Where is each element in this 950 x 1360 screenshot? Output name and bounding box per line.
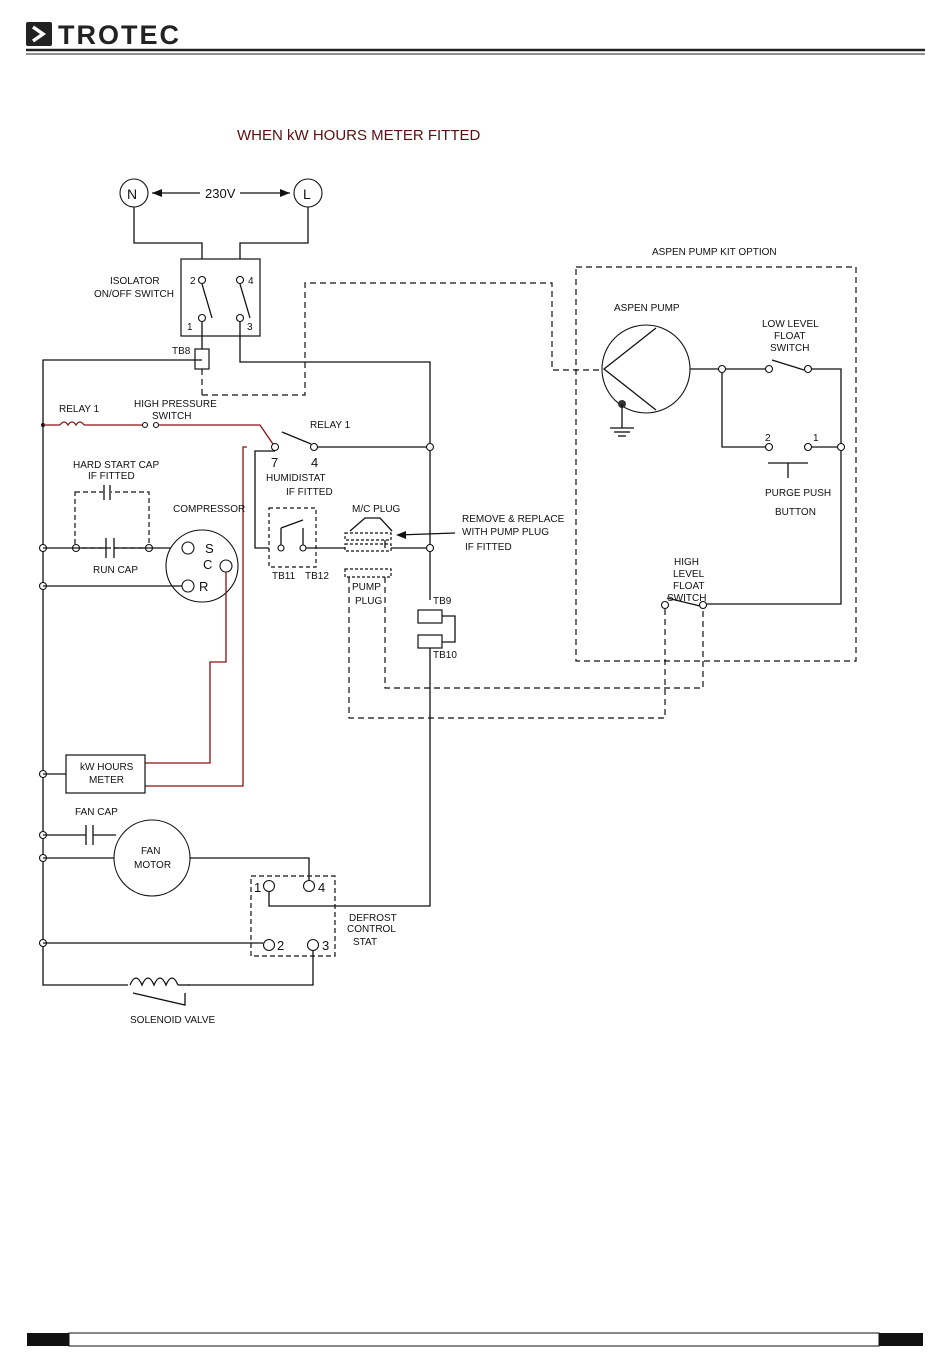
footer-bar [27, 1332, 923, 1347]
svg-text:METER: METER [89, 775, 124, 786]
svg-text:1: 1 [187, 322, 193, 333]
svg-text:PLUG: PLUG [355, 596, 382, 607]
svg-text:CONTROL: CONTROL [347, 924, 396, 935]
neutral-label: N [127, 186, 137, 202]
svg-text:SOLENOID VALVE: SOLENOID VALVE [130, 1015, 216, 1026]
svg-text:4: 4 [311, 455, 318, 470]
supply: N L 230V [119, 178, 323, 280]
solenoid-valve: SOLENOID VALVE [128, 975, 216, 1026]
svg-text:TB11: TB11 [272, 571, 296, 582]
tb9-tb10: TB9 TB10 [268, 596, 457, 907]
svg-text:1: 1 [254, 880, 261, 895]
svg-text:7: 7 [271, 455, 278, 470]
svg-text:IF FITTED: IF FITTED [465, 542, 512, 553]
relay-coil: RELAY 1 [41, 404, 142, 427]
isolator-label: ISOLATOR [110, 276, 160, 287]
svg-text:FAN: FAN [141, 846, 160, 857]
svg-text:SWITCH: SWITCH [770, 343, 809, 354]
svg-text:DEFROST: DEFROST [349, 913, 397, 924]
svg-text:FLOAT: FLOAT [774, 331, 805, 342]
svg-text:PUMP: PUMP [352, 582, 381, 593]
svg-text:LOW LEVEL: LOW LEVEL [762, 319, 819, 330]
svg-text:SWITCH: SWITCH [152, 411, 191, 422]
relay-contact: RELAY 1 7 4 [145, 420, 435, 787]
svg-text:2: 2 [765, 433, 771, 444]
kw-hours-meter: kW HOURS METER [38, 754, 146, 794]
svg-text:FAN CAP: FAN CAP [75, 807, 118, 818]
defrost-stat: 1 4 2 3 DEFROST CONTROL STAT [38, 875, 397, 957]
svg-text:R: R [199, 579, 208, 594]
brand-name: TROTEC [58, 20, 181, 50]
svg-text:BUTTON: BUTTON [775, 507, 816, 518]
svg-text:SWITCH: SWITCH [667, 593, 706, 604]
svg-text:4: 4 [248, 276, 254, 287]
svg-text:FLOAT: FLOAT [673, 581, 704, 592]
high-pressure-switch: HIGH PRESSURE SWITCH [134, 399, 276, 448]
svg-text:HIGH PRESSURE: HIGH PRESSURE [134, 399, 217, 410]
svg-text:ASPEN PUMP KIT OPTION: ASPEN PUMP KIT OPTION [652, 247, 777, 258]
fan-motor: FAN CAP FAN MOTOR [38, 807, 310, 897]
svg-text:ON/OFF SWITCH: ON/OFF SWITCH [94, 289, 174, 300]
svg-text:MOTOR: MOTOR [134, 860, 171, 871]
svg-text:STAT: STAT [353, 937, 377, 948]
aspen-pump-symbol [601, 324, 691, 414]
svg-text:WITH PUMP PLUG: WITH PUMP PLUG [462, 527, 549, 538]
svg-text:C: C [203, 557, 212, 572]
voltage-label: 230V [205, 186, 236, 201]
svg-text:TB10: TB10 [433, 650, 457, 661]
svg-text:TB8: TB8 [172, 346, 191, 357]
svg-text:RELAY 1: RELAY 1 [59, 404, 100, 415]
svg-text:LEVEL: LEVEL [673, 569, 705, 580]
compressor: S C R COMPRESSOR [38, 504, 245, 764]
svg-text:S: S [205, 541, 214, 556]
diagram-title: WHEN kW HOURS METER FITTED [237, 127, 480, 144]
svg-text:3: 3 [322, 938, 329, 953]
mc-plug: M/C PLUG PUMP PLUG REMOVE & REPLACE WITH… [344, 504, 565, 607]
svg-text:HIGH: HIGH [674, 557, 699, 568]
svg-text:2: 2 [277, 938, 284, 953]
aspen-pump-kit: ASPEN PUMP KIT OPTION ASPEN PUMP LOW LEV… [575, 247, 857, 662]
svg-text:4: 4 [318, 880, 325, 895]
isolator-switch: 2 4 1 3 ISOLATOR ON/OFF SWITCH [94, 258, 261, 337]
live-label: L [303, 186, 311, 202]
svg-text:RELAY 1: RELAY 1 [310, 420, 351, 431]
svg-text:HUMIDISTAT: HUMIDISTAT [266, 473, 326, 484]
neutral-rail [239, 322, 431, 600]
run-cap: RUN CAP [38, 538, 182, 576]
svg-text:IF FITTED: IF FITTED [286, 487, 333, 498]
svg-text:REMOVE & REPLACE: REMOVE & REPLACE [462, 514, 565, 525]
tb8-fuse: TB8 [172, 322, 210, 395]
svg-text:ASPEN PUMP: ASPEN PUMP [614, 303, 680, 314]
svg-text:3: 3 [247, 322, 253, 333]
pump-plug-lead-b [384, 577, 704, 689]
hard-start-cap: HARD START CAP IF FITTED [73, 460, 159, 549]
isolator-pump-lead [202, 282, 604, 396]
svg-text:TB12: TB12 [305, 571, 329, 582]
svg-text:kW HOURS: kW HOURS [80, 762, 134, 773]
svg-text:M/C PLUG: M/C PLUG [352, 504, 401, 515]
live-rail [42, 359, 314, 986]
svg-text:RUN CAP: RUN CAP [93, 565, 138, 576]
svg-text:TB9: TB9 [433, 596, 452, 607]
svg-text:PURGE PUSH: PURGE PUSH [765, 488, 831, 499]
svg-text:HARD START CAP: HARD START CAP [73, 460, 159, 471]
humidistat: HUMIDISTAT IF FITTED TB11 TB12 [266, 473, 345, 582]
brand-logo: TROTEC [26, 20, 181, 50]
svg-text:COMPRESSOR: COMPRESSOR [173, 504, 245, 515]
pump-plug-lead-a [348, 577, 666, 719]
svg-text:IF FITTED: IF FITTED [88, 471, 135, 482]
svg-text:1: 1 [813, 433, 819, 444]
svg-text:2: 2 [190, 276, 196, 287]
